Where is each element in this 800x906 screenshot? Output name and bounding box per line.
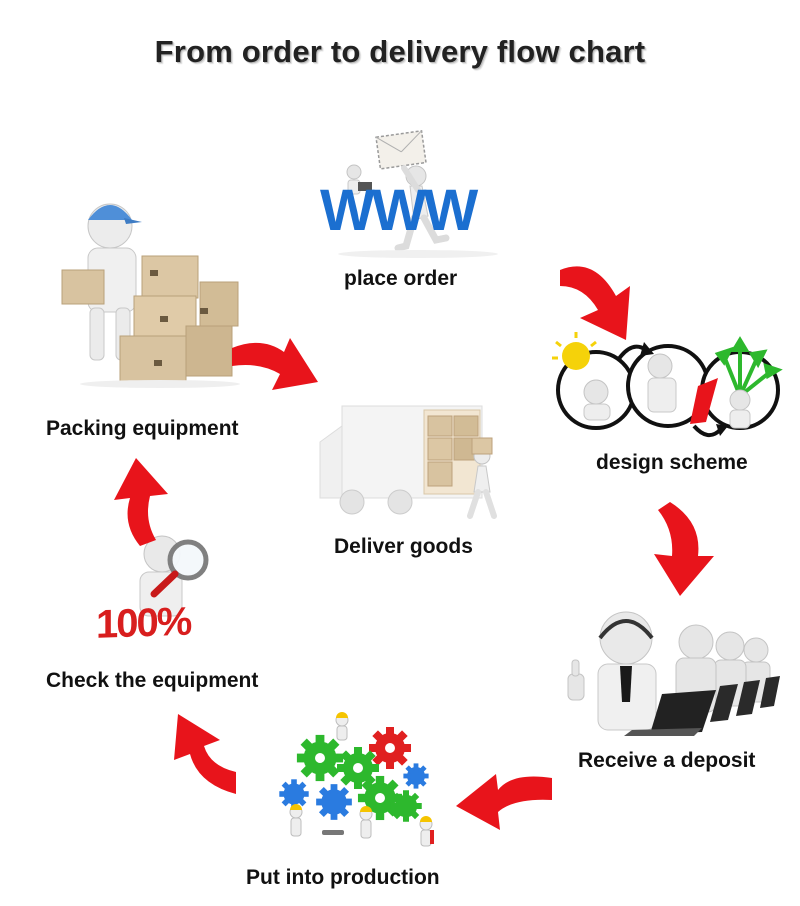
- boxes-packing-icon: [61, 203, 240, 388]
- call-center-icon: [567, 611, 780, 736]
- flow-arrow-design-to-deposit: [654, 502, 714, 596]
- step-label-check-equipment: Check the equipment: [46, 669, 259, 692]
- delivery-truck-icon: [319, 405, 497, 519]
- step-label-deliver-goods: Deliver goods: [334, 535, 473, 558]
- step-label-receive-deposit: Receive a deposit: [578, 749, 756, 772]
- percent-text: 100%: [96, 600, 192, 647]
- step-label-packing-equipment: Packing equipment: [46, 417, 239, 440]
- flow-arrow-packing-to-deliver: [232, 338, 318, 390]
- flow-arrow-deposit-to-production: [456, 774, 552, 830]
- step-label-design-scheme: design scheme: [596, 451, 748, 474]
- flow-arrow-check-to-packing: [114, 458, 168, 546]
- step-label-place-order: place order: [344, 267, 458, 290]
- gears-workers-icon: [279, 712, 434, 847]
- design-idea-icon: [552, 332, 783, 438]
- page-title: From order to delivery flow chart: [154, 34, 646, 69]
- flow-arrow-order-to-design: [560, 266, 630, 340]
- magnifier-100-percent-icon: 100%: [96, 535, 209, 647]
- www-order-icon: WWW: [320, 129, 498, 258]
- www-text: WWW: [320, 178, 478, 243]
- step-label-put-into-production: Put into production: [246, 866, 440, 889]
- flow-arrow-production-to-check: [174, 714, 236, 794]
